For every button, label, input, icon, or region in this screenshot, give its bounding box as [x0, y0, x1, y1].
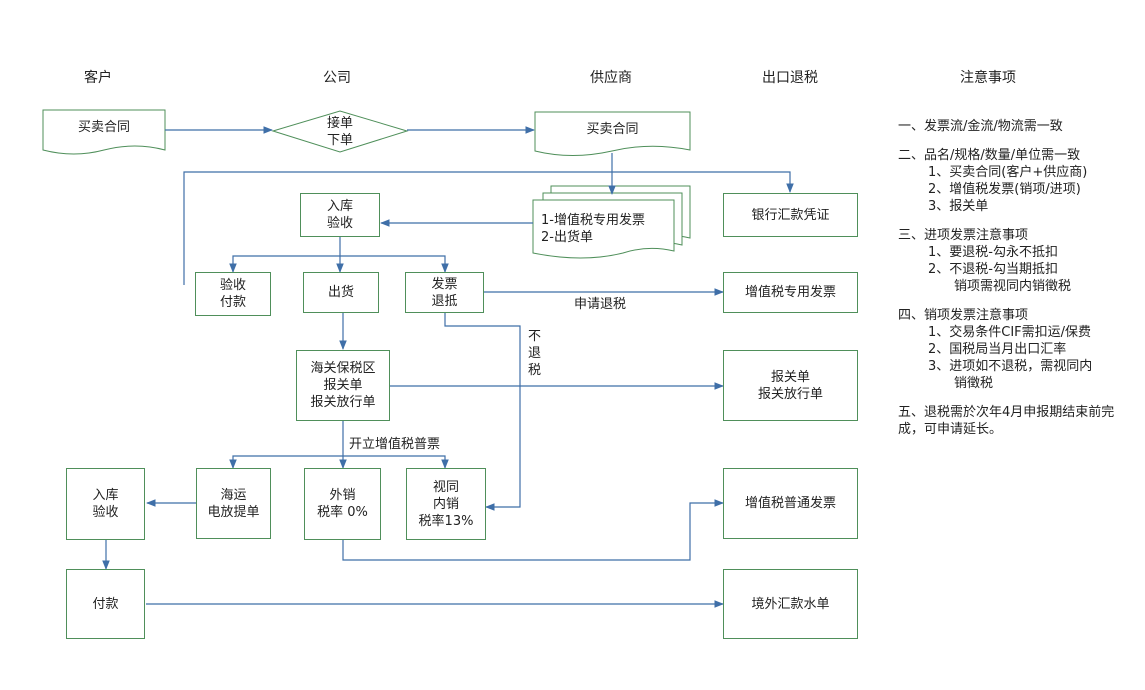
vat-normal-node: 增值税普通发票: [723, 468, 858, 539]
node-text: 外销: [329, 488, 356, 503]
lane-header-company: 公司: [323, 70, 351, 86]
export-sale-node: 外销 税率 0%: [304, 468, 381, 540]
vat-special-node: 增值税专用发票: [723, 272, 858, 313]
edge-no-rebate: [444, 313, 521, 511]
notes-panel: 一、发票流/金流/物流需一致 二、品名/规格/数量/单位需一致 1、买卖合同(客…: [898, 118, 1138, 450]
supplier-docs-shape: [532, 199, 675, 259]
customer-contract-shape: [42, 109, 166, 155]
node-text: 税率13%: [418, 513, 474, 529]
edge-label-char: 退: [528, 346, 542, 361]
note-title: 五、退税需於次年4月申报期结束前完成，可申请延长。: [898, 405, 1115, 437]
note-title: 三、进项发票注意事项: [898, 228, 1029, 243]
node-text: 报关放行单: [757, 386, 823, 402]
node-text: 报关单: [323, 378, 363, 393]
lane-header-supplier: 供应商: [590, 70, 632, 86]
customer-contract-node: 买卖合同: [43, 119, 165, 136]
note-title: 二、品名/规格/数量/单位需一致: [898, 148, 1081, 163]
node-text: 买卖合同: [77, 120, 130, 135]
bank-remit-node: 银行汇款凭证: [723, 193, 858, 237]
edge-label-issue-vat-normal: 开立增值税普票: [349, 437, 441, 452]
note-item: 1、要退税-勾永不抵扣: [928, 245, 1058, 260]
note-item-continued: 销徵税: [954, 376, 994, 391]
edge-customs-to-bl: [229, 455, 343, 469]
node-text: 下单: [326, 133, 353, 148]
edge-label-apply-rebate: 申请退税: [574, 297, 627, 312]
note-title: 一、发票流/金流/物流需一致: [898, 119, 1063, 134]
check-pay-node: 验收 付款: [195, 272, 271, 316]
customs-zone-node: 海关保税区 报关单 报关放行单: [296, 350, 390, 421]
edge-label-no-rebate: 不 退 税: [528, 328, 541, 379]
ship-node: 出货: [303, 272, 379, 313]
node-text: 买卖合同: [586, 122, 639, 137]
node-text: 付款: [219, 295, 246, 310]
lane-header-export-rebate: 出口退税: [762, 70, 818, 86]
node-text: 税率 0%: [317, 505, 368, 520]
shipping-bl-node: 海运 电放提单: [196, 468, 271, 539]
node-text: 入库: [326, 199, 353, 214]
node-text: 退抵: [431, 293, 458, 309]
node-text: 付款: [92, 596, 119, 612]
note-item-continued: 销项需视同内销徵税: [954, 279, 1072, 294]
note-item: 2、国税局当月出口汇率: [928, 342, 1067, 357]
note-title: 四、销项发票注意事项: [898, 308, 1029, 323]
note-item: 1、买卖合同(客户+供应商): [928, 165, 1088, 180]
lane-header-customer: 客户: [84, 70, 112, 86]
note-section-2: 二、品名/规格/数量/单位需一致 1、买卖合同(客户+供应商) 2、增值税发票(…: [898, 147, 1138, 215]
node-text: 入库: [92, 488, 119, 503]
note-section-3: 三、进项发票注意事项 1、要退税-勾永不抵扣 2、不退税-勾当期抵扣 销项需视同…: [898, 227, 1138, 295]
note-item: 3、进项如不退税，需视同内: [928, 359, 1093, 374]
accept-order-diamond: [271, 110, 409, 153]
node-text: 验收: [92, 505, 119, 520]
node-text: 增值税普通发票: [744, 496, 836, 511]
note-section-1: 一、发票流/金流/物流需一致: [898, 118, 1138, 135]
note-section-5: 五、退税需於次年4月申报期结束前完成，可申请延长。: [898, 404, 1138, 438]
note-item: 1、交易条件CIF需扣运/保费: [928, 325, 1092, 340]
overseas-remit-node: 境外汇款水单: [723, 569, 858, 639]
node-text: 报关放行单: [310, 395, 376, 410]
node-text: 出货: [327, 285, 354, 300]
edge-export-to-vatnormal: [342, 499, 724, 561]
node-text: 1-增值税专用发票: [541, 213, 645, 228]
node-text: 增值税专用发票: [744, 285, 836, 300]
note-item: 2、不退税-勾当期抵扣: [928, 262, 1058, 277]
note-item: 2、增值税发票(销项/进项): [928, 182, 1081, 197]
node-text: 海关保税区: [310, 361, 376, 376]
warehouse-check-node: 入库 验收: [300, 193, 380, 237]
edge-label-char: 税: [528, 363, 542, 378]
note-item: 3、报关单: [928, 199, 989, 214]
supplier-docs-node: 1-增值税专用发票 2-出货单: [533, 212, 674, 246]
edge-bank-loop: [183, 171, 794, 285]
node-text: 验收: [326, 216, 353, 231]
customer-warehouse-node: 入库 验收: [66, 468, 145, 540]
node-text: 境外汇款水单: [751, 596, 830, 612]
node-text: 报关单: [770, 369, 810, 385]
node-text: 发票: [431, 276, 458, 292]
invoice-deduct-node: 发票 退抵: [405, 272, 484, 313]
customs-docs-node: 报关单 报关放行单: [723, 350, 858, 421]
accept-order-node: 接单 下单: [300, 115, 380, 149]
supplier-contract-node: 买卖合同: [535, 121, 690, 138]
node-text: 2-出货单: [541, 230, 593, 245]
node-text: 海运: [220, 487, 247, 503]
node-text: 验收: [219, 278, 246, 293]
node-text: 接单: [326, 116, 353, 131]
note-section-4: 四、销项发票注意事项 1、交易条件CIF需扣运/保费 2、国税局当月出口汇率 3…: [898, 307, 1138, 392]
edge-split-to-checkpay: [229, 255, 340, 273]
edge-label-char: 不: [528, 329, 542, 344]
domestic-sale-node: 视同 内销 税率13%: [406, 468, 486, 540]
node-text: 内销: [432, 496, 459, 512]
node-text: 视同: [432, 479, 459, 495]
node-text: 银行汇款凭证: [751, 207, 830, 223]
edge-customs-to-domestic: [343, 455, 449, 469]
lane-header-notes: 注意事项: [960, 70, 1016, 86]
node-text: 电放提单: [207, 504, 260, 520]
payment-node: 付款: [66, 569, 145, 639]
edge-split-to-invoice: [340, 255, 449, 273]
supplier-contract-shape: [534, 111, 691, 156]
